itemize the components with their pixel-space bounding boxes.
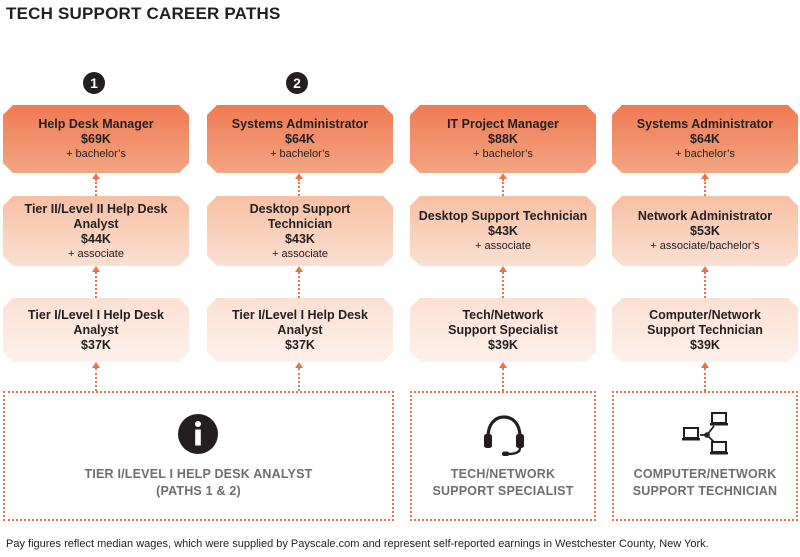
arrow-up-icon — [92, 173, 100, 179]
entry-panel-tech-network-specialist: TECH/NETWORK SUPPORT SPECIALIST — [410, 391, 596, 521]
panel-label-line2: SUPPORT SPECIALIST — [432, 484, 574, 498]
arrow-up-icon — [499, 362, 507, 368]
box-title: Systems Administrator — [636, 117, 774, 131]
arrow-up-icon — [295, 266, 303, 272]
box-title: Desktop Support Technician — [418, 209, 588, 223]
info-icon — [178, 414, 218, 454]
connector-line — [298, 368, 300, 391]
page-title: TECH SUPPORT CAREER PATHS — [6, 4, 281, 23]
connector-line — [704, 368, 706, 391]
box-note: + bachelor’s — [675, 148, 735, 160]
career-box-tier-ii-analyst: Tier II/Level II Help Desk Analyst $44K … — [3, 196, 189, 266]
box-salary: $39K — [488, 337, 518, 352]
connector-line — [704, 272, 706, 298]
panel-label-line2: (PATHS 1 & 2) — [156, 484, 241, 498]
box-title: Computer/Network — [649, 307, 761, 322]
career-box-tech-network-specialist: Tech/Network Support Specialist $39K — [410, 298, 596, 362]
connector-line — [298, 179, 300, 196]
box-title: Systems Administrator — [231, 117, 369, 131]
connector-line — [95, 272, 97, 298]
box-note: + bachelor’s — [66, 148, 126, 160]
career-box-tier-i-analyst-2: Tier I/Level I Help Desk Analyst $37K — [207, 298, 393, 362]
entry-panel-help-desk-analyst: TIER I/LEVEL I HELP DESK ANALYST (PATHS … — [3, 391, 394, 521]
career-box-desktop-support-technician-2: Desktop Support Technician $43K + associ… — [410, 196, 596, 266]
headset-icon — [484, 415, 524, 456]
connector-line — [502, 272, 504, 298]
career-box-computer-network-technician: Computer/Network Support Technician $39K — [612, 298, 798, 362]
connector-line — [95, 179, 97, 196]
box-note: + associate — [68, 247, 124, 260]
box-salary: $43K — [488, 224, 518, 238]
entry-panel-computer-network-technician: COMPUTER/NETWORK SUPPORT TECHNICIAN — [612, 391, 798, 521]
box-title-line2: Technician — [267, 216, 333, 231]
arrow-up-icon — [701, 362, 709, 368]
connector-line — [298, 272, 300, 298]
career-box-systems-administrator-2: Systems Administrator $64K + bachelor’s — [612, 105, 798, 173]
panel-label: TECH/NETWORK — [450, 467, 556, 481]
panel-label: TIER I/LEVEL I HELP DESK ANALYST — [84, 467, 313, 481]
box-title-line2: Analyst — [73, 322, 119, 337]
box-title: Tier I/Level I Help Desk — [232, 307, 368, 322]
box-title: Tech/Network — [462, 307, 544, 322]
box-salary: $39K — [690, 337, 720, 352]
career-box-help-desk-manager: Help Desk Manager $69K + bachelor’s — [3, 105, 189, 173]
arrow-up-icon — [701, 266, 709, 272]
box-salary: $64K — [285, 132, 315, 146]
career-box-tier-i-analyst: Tier I/Level I Help Desk Analyst $37K — [3, 298, 189, 362]
box-title: Network Administrator — [637, 209, 773, 223]
box-note: + bachelor’s — [270, 148, 330, 160]
box-salary: $44K — [81, 231, 111, 246]
box-title-line2: Analyst — [73, 216, 119, 231]
career-box-it-project-manager: IT Project Manager $88K + bachelor’s — [410, 105, 596, 173]
box-title: Help Desk Manager — [38, 117, 154, 131]
box-salary: $69K — [81, 132, 111, 146]
arrow-up-icon — [701, 173, 709, 179]
box-title: Tier I/Level I Help Desk — [28, 307, 164, 322]
arrow-up-icon — [295, 362, 303, 368]
path-marker-1: 1 — [83, 72, 105, 94]
box-salary: $53K — [690, 224, 720, 238]
panel-label: COMPUTER/NETWORK — [633, 467, 777, 481]
box-note: + associate/bachelor’s — [650, 240, 760, 252]
box-title: Tier II/Level II Help Desk — [24, 201, 168, 216]
box-note: + associate — [272, 247, 328, 260]
connector-line — [704, 179, 706, 196]
box-note: + associate — [475, 240, 531, 252]
arrow-up-icon — [499, 173, 507, 179]
box-title: Desktop Support — [249, 201, 351, 216]
box-title-line2: Support Technician — [647, 322, 763, 337]
arrow-up-icon — [92, 362, 100, 368]
box-title-line2: Support Specialist — [448, 322, 558, 337]
box-salary: $88K — [488, 132, 518, 146]
connector-line — [502, 368, 504, 391]
box-title: IT Project Manager — [447, 117, 559, 131]
box-title-line2: Analyst — [277, 322, 323, 337]
career-box-network-administrator: Network Administrator $53K + associate/b… — [612, 196, 798, 266]
arrow-up-icon — [295, 173, 303, 179]
box-salary: $64K — [690, 132, 720, 146]
career-box-systems-administrator: Systems Administrator $64K + bachelor’s — [207, 105, 393, 173]
arrow-up-icon — [499, 266, 507, 272]
footnote: Pay figures reflect median wages, which … — [6, 538, 709, 550]
box-salary: $37K — [81, 337, 111, 352]
box-note: + bachelor’s — [473, 148, 533, 160]
path-marker-2: 2 — [286, 72, 308, 94]
box-salary: $37K — [285, 337, 315, 352]
connector-line — [95, 368, 97, 391]
career-box-desktop-support-technician: Desktop Support Technician $43K + associ… — [207, 196, 393, 266]
network-icon — [682, 412, 728, 455]
box-salary: $43K — [285, 231, 315, 246]
arrow-up-icon — [92, 266, 100, 272]
connector-line — [502, 179, 504, 196]
panel-label-line2: SUPPORT TECHNICIAN — [632, 484, 778, 498]
